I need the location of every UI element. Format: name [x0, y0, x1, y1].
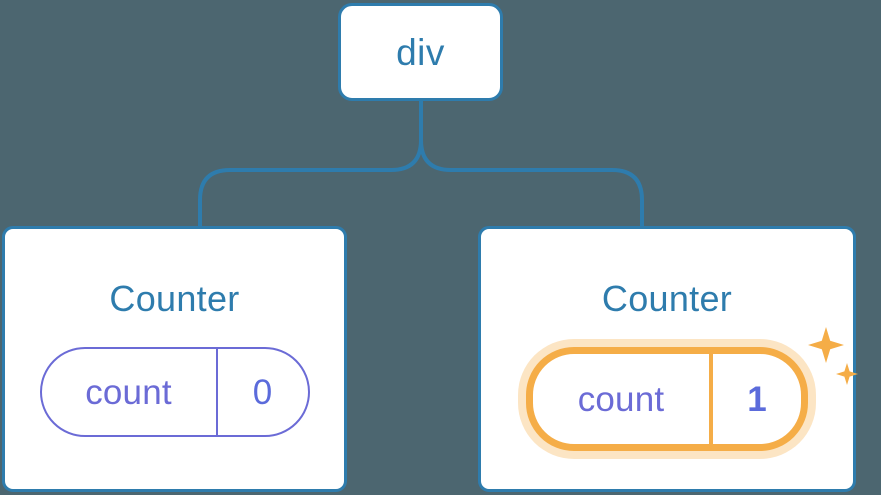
sparkle-large-icon — [808, 327, 844, 363]
state-pill-wrapper: count 0 — [39, 347, 310, 437]
tree-node-counter-left[interactable]: Counter count 0 — [2, 226, 347, 492]
tree-node-root[interactable]: div — [338, 3, 503, 101]
counter-title: Counter — [601, 278, 733, 319]
root-node-label: div — [396, 31, 445, 73]
sparkle-small-icon — [836, 363, 858, 385]
tree-node-counter-right[interactable]: Counter count 1 — [478, 226, 858, 492]
state-key-label: count — [85, 372, 172, 412]
state-pill[interactable]: count 0 — [39, 347, 310, 437]
state-value-label: 1 — [747, 379, 767, 419]
state-key-cell: count — [42, 349, 218, 435]
state-value-label: 0 — [252, 372, 273, 412]
state-pill-wrapper: count 1 — [526, 327, 858, 451]
state-key-cell: count — [533, 354, 713, 444]
state-pill-highlighted[interactable]: count 1 — [526, 347, 808, 451]
state-value-cell: 0 — [218, 349, 308, 435]
state-value-cell: 1 — [713, 354, 801, 444]
state-key-label: count — [577, 379, 665, 419]
counter-title: Counter — [109, 278, 240, 319]
